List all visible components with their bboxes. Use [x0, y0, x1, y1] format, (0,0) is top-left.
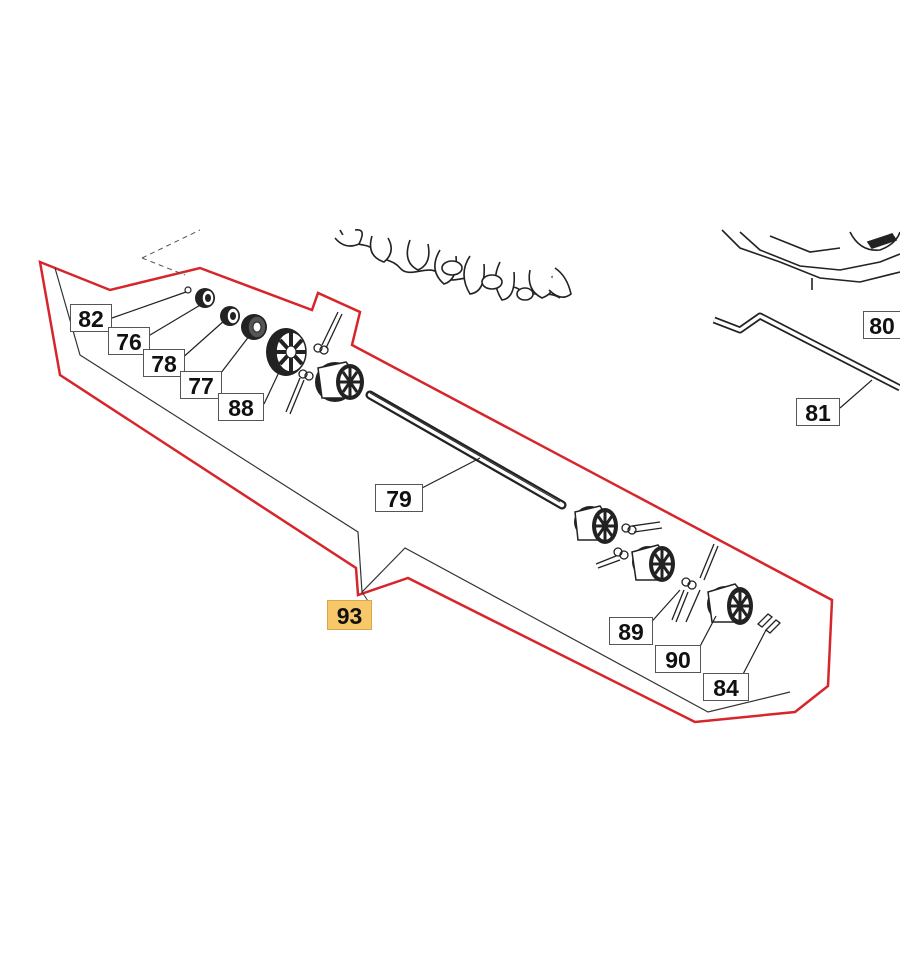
shaft-79-icon [365, 390, 567, 510]
spring-tine-89-icon [671, 543, 719, 623]
tine-holder-right-b-icon [631, 544, 675, 582]
flange-77-icon [241, 314, 267, 340]
dashed-guide [141, 229, 201, 259]
tine-rotor-icon [334, 228, 572, 301]
tine-holder-left-icon [315, 361, 364, 402]
tine-holder-90-icon [707, 583, 753, 625]
spring-tine-left-icon [285, 311, 343, 415]
bearing-76-icon [195, 288, 215, 308]
spring-tine-mid-icon [595, 521, 663, 569]
part-label-82: 82 [70, 304, 112, 332]
dashed-guide-2 [141, 257, 186, 276]
part-label-79: 79 [375, 484, 423, 512]
part-label-93-assembly: 93 [327, 600, 372, 630]
deck-housing-icon [721, 229, 900, 290]
bearing-78-icon [220, 306, 240, 326]
part-label-78: 78 [143, 349, 185, 377]
part-label-90: 90 [655, 645, 701, 673]
part-label-84: 84 [703, 673, 749, 701]
part-label-77: 77 [180, 371, 222, 399]
assembly-93-outline [38, 260, 834, 724]
part-label-88: 88 [218, 393, 264, 421]
tine-holder-right-a-icon [574, 505, 618, 544]
hub-88-icon [266, 328, 307, 376]
leader-lines [111, 291, 873, 681]
part-label-80: 80 [863, 311, 900, 339]
pin-84-icon [757, 613, 781, 634]
part-label-81: 81 [796, 398, 840, 426]
part-label-89: 89 [609, 617, 653, 645]
washer-82-icon [184, 286, 192, 294]
